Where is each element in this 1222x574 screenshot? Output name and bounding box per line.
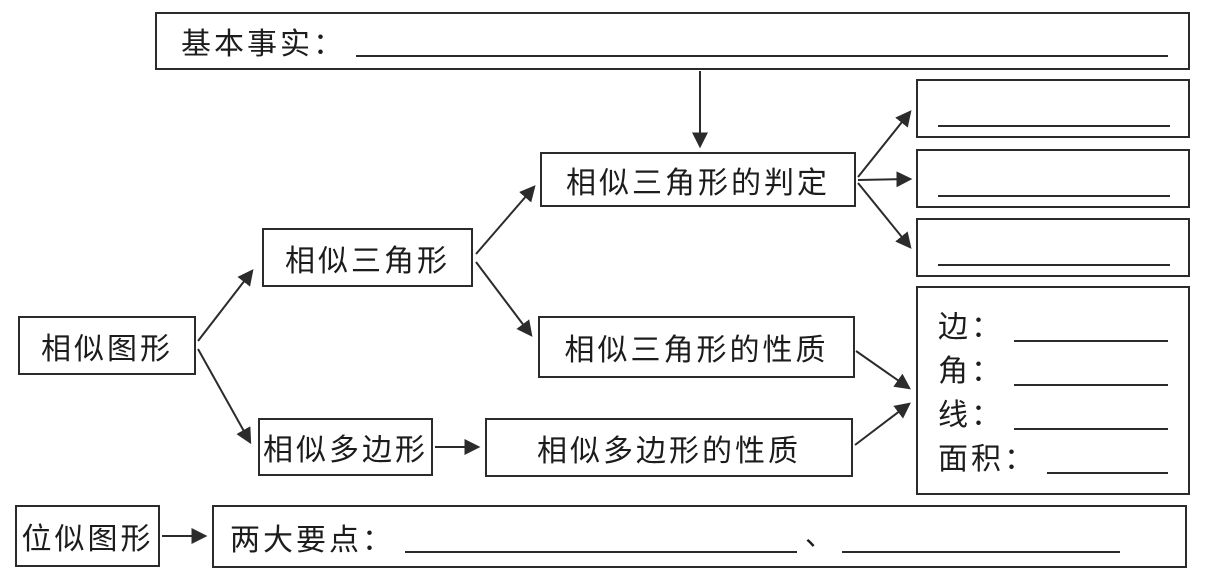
arrow-judgement-to-blank-3: [857, 182, 912, 249]
arrow-triangles-to-properties: [475, 261, 533, 337]
similar-polygons-label: 相似多边形: [263, 434, 428, 467]
blank-line: [938, 125, 1170, 127]
property-row-line: 线：: [938, 390, 1168, 434]
property-row-angle: 角：: [938, 346, 1168, 390]
property-area-label: 面积：: [938, 443, 1037, 476]
property-angle-label: 角：: [938, 355, 1004, 388]
polygon-properties-label: 相似多边形的性质: [537, 434, 801, 468]
similar-figures-label: 相似图形: [41, 332, 173, 366]
blank-line: [1014, 340, 1168, 342]
blank-line: [938, 195, 1170, 197]
blank-line: [1014, 428, 1168, 430]
blank-line: [938, 264, 1170, 266]
similar-triangles-label: 相似三角形: [285, 244, 450, 278]
blank-line: [1014, 384, 1168, 386]
two-key-points-label: 两大要点：: [230, 523, 395, 557]
basic-fact-label: 基本事实：: [181, 28, 346, 61]
arrow-judgement-to-blank-1: [857, 110, 912, 178]
property-row-area: 面积：: [938, 434, 1168, 478]
enumeration-comma: 、: [805, 520, 837, 552]
triangle-judgement-box: 相似三角形的判定: [540, 152, 856, 207]
similar-figures-box: 相似图形: [18, 316, 196, 375]
basic-fact-blank-line: [356, 55, 1168, 57]
blank-line: [842, 551, 1121, 553]
property-side-label: 边：: [938, 311, 1004, 344]
triangle-properties-label: 相似三角形的性质: [564, 334, 829, 367]
homothetic-figures-label: 位似图形: [21, 523, 154, 556]
two-key-points-box: 两大要点： 、: [212, 505, 1187, 568]
blank-line: [1047, 472, 1168, 474]
similar-polygons-box: 相似多边形: [258, 418, 433, 476]
properties-detail-box: 边： 角： 线： 面积：: [916, 286, 1190, 495]
polygon-properties-box: 相似多边形的性质: [485, 418, 853, 477]
judgement-blank-box-2: [916, 149, 1190, 208]
similar-triangles-box: 相似三角形: [262, 228, 473, 287]
judgement-blank-box-1: [916, 79, 1190, 138]
judgement-blank-box-3: [916, 218, 1190, 277]
blank-line: [405, 551, 797, 553]
triangle-judgement-label: 相似三角形的判定: [566, 166, 830, 200]
arrow-triangle-props-to-detail: [855, 350, 911, 390]
property-line-label: 线：: [938, 399, 1004, 432]
arrow-triangles-to-judgement: [475, 185, 536, 255]
basic-fact-box: 基本事实：: [155, 12, 1190, 70]
property-row-side: 边：: [938, 302, 1168, 346]
arrow-figures-to-polygons: [197, 348, 252, 445]
homothetic-figures-box: 位似图形: [15, 505, 160, 567]
arrow-polygon-props-to-detail: [854, 402, 911, 446]
arrow-judgement-to-blank-2: [857, 171, 913, 188]
arrow-figures-to-triangles: [197, 269, 254, 342]
triangle-properties-box: 相似三角形的性质: [538, 316, 855, 378]
